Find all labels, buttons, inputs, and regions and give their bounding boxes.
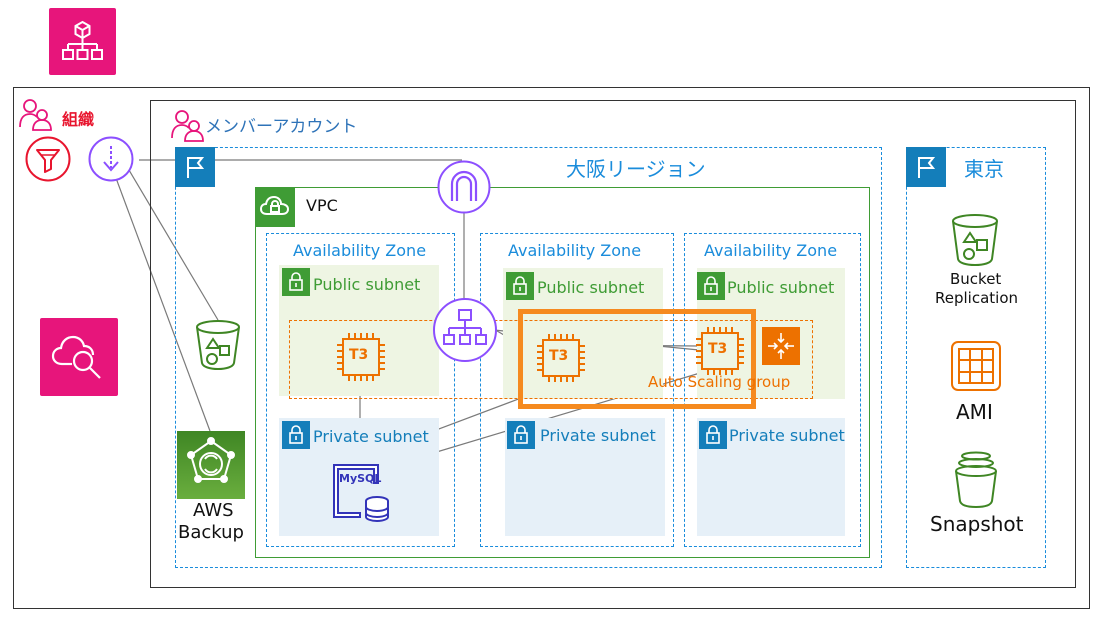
vpc-container: [255, 187, 870, 558]
availability-zone-2: [480, 233, 674, 547]
osaka-region-label: 大阪リージョン: [566, 157, 706, 181]
member-account-label: メンバーアカウント: [205, 117, 358, 137]
osaka-region-flag-icon: [175, 147, 215, 187]
s3-bucket-icon: [196, 320, 240, 371]
organization-container: [13, 87, 1090, 609]
osaka-region-container: [175, 147, 882, 568]
public-subnet-3-label: Public subnet: [727, 278, 835, 297]
aws-backup-label-line1: AWS: [193, 500, 234, 521]
auto-scaling-group-box: [518, 309, 756, 409]
public-subnet-2-label: Public subnet: [537, 278, 645, 297]
tokyo-region-container: [906, 147, 1046, 568]
bucket-replication-label-line1: Bucket: [950, 270, 1002, 288]
member-account-icon: [171, 110, 204, 142]
ami-icon: [951, 341, 1001, 391]
public-subnet-2-lock-icon: [506, 272, 534, 300]
public-subnet-3-lock-icon: [697, 272, 725, 300]
ec2-instance-1: T3: [335, 331, 387, 383]
snapshot-label: Snapshot: [930, 512, 1024, 536]
availability-zone-1-label: Availability Zone: [293, 241, 427, 260]
availability-zone-1: [266, 233, 455, 547]
mysql-engine-label: MySQL: [339, 472, 382, 485]
private-subnet-3-lock-icon: [699, 421, 727, 449]
availability-zone-2-label: Availability Zone: [508, 241, 642, 260]
private-subnet-2-lock-icon: [507, 421, 535, 449]
vpc-icon: [255, 187, 295, 227]
auto-scaling-group-label: Auto Scaling group: [648, 373, 791, 391]
load-balancer-icon: [433, 298, 497, 362]
public-subnet-1-lock-icon: [282, 268, 310, 296]
internet-gateway-icon: [437, 160, 491, 214]
bucket-replication-label-line2: Replication: [935, 289, 1019, 307]
ec2-instance-3: T3: [694, 325, 746, 377]
cloud-search-icon: [40, 318, 118, 396]
ec2-instance-1-type: T3: [349, 347, 369, 363]
ec2-instance-3-type: T3: [708, 341, 728, 357]
snapshot-icon: [955, 451, 997, 509]
auto-scaling-icon: [762, 327, 800, 365]
filter-icon: [25, 136, 71, 182]
private-subnet-3-label: Private subnet: [729, 426, 845, 445]
private-subnet-1-label: Private subnet: [313, 427, 429, 446]
tokyo-region-label: 東京: [964, 157, 1004, 181]
organizations-icon: [49, 8, 116, 75]
ami-label: AMI: [956, 400, 993, 424]
vpc-label: VPC: [306, 196, 338, 215]
bucket-replication-icon: [952, 214, 998, 267]
private-subnet-1-lock-icon: [282, 421, 310, 449]
connector-org-to-backup: [112, 169, 211, 432]
member-account-container: [150, 100, 1076, 588]
aws-backup-label-line2: Backup: [178, 522, 244, 543]
connector-org-to-bucket: [122, 159, 219, 321]
auto-scaling-range: [289, 320, 813, 399]
ec2-instance-2-type: T3: [549, 348, 569, 364]
private-subnet-2-label: Private subnet: [540, 426, 656, 445]
organization-label: 組織: [62, 110, 95, 129]
aws-backup-icon: [177, 431, 245, 499]
availability-zone-3: [684, 233, 861, 547]
tokyo-region-flag-icon: [906, 147, 946, 187]
policy-inherit-icon: [88, 136, 134, 182]
mysql-database-icon: MySQL: [332, 463, 390, 523]
organization-users-icon: [19, 99, 52, 131]
availability-zone-3-label: Availability Zone: [704, 241, 838, 260]
ec2-instance-2: T3: [535, 332, 587, 384]
public-subnet-1-label: Public subnet: [313, 275, 421, 294]
